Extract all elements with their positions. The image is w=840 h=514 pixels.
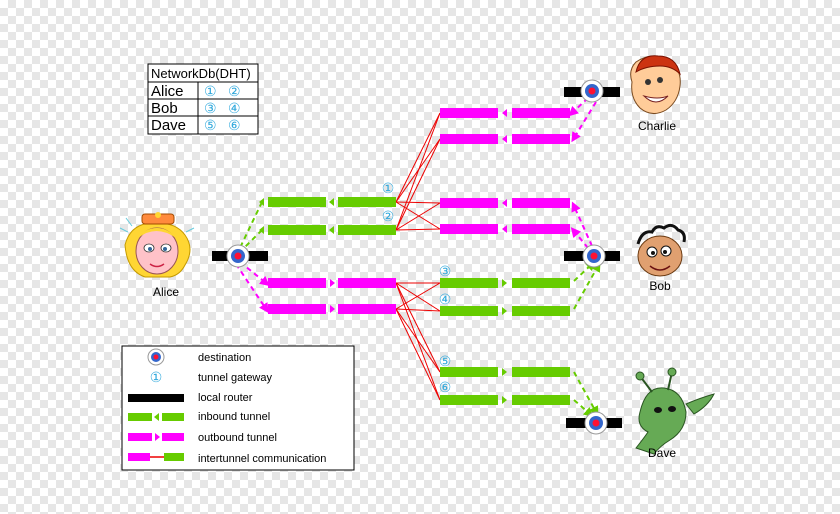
- intertunnel-lines: [395, 112, 441, 401]
- bob-outbound-tunnel-2: [440, 224, 570, 234]
- legend-inbound-label: inbound tunnel: [198, 411, 270, 423]
- bob-hop-arrows: [570, 201, 601, 310]
- dave-inbound-tunnel-5: [440, 367, 570, 377]
- tunnel-gateway-label: ③: [439, 263, 452, 279]
- legend-gateway-symbol: ①: [150, 369, 163, 385]
- alice-avatar: [119, 212, 195, 278]
- netdb-row-name: Alice: [151, 83, 184, 100]
- dave-label: Dave: [648, 446, 676, 460]
- legend-intertunnel-label: intertunnel communication: [198, 453, 326, 465]
- netdb-row-name: Bob: [151, 100, 178, 117]
- charlie-inbound-tunnel-1: [440, 108, 570, 118]
- netdb-row-id: ⑥: [228, 117, 241, 133]
- tunnel-gateway-label: ④: [439, 291, 452, 307]
- legend-destination-label: destination: [198, 352, 251, 364]
- charlie-label: Charlie: [638, 119, 676, 133]
- bob-inbound-tunnel-4: [440, 306, 570, 316]
- legend-outbound-swatch: [128, 433, 152, 441]
- netdb-row-id: ①: [204, 83, 217, 99]
- netdb-row-id: ②: [228, 83, 241, 99]
- legend-router-label: local router: [198, 392, 253, 404]
- legend-gateway-label: tunnel gateway: [198, 372, 272, 384]
- legend-intertunnel-swatch: [128, 453, 150, 461]
- legend-router-swatch: [128, 394, 184, 402]
- charlie-hop-arrows: [568, 97, 597, 143]
- bob-router: [564, 244, 620, 268]
- alice-hop-arrows: [235, 201, 270, 314]
- charlie-avatar: [630, 55, 681, 114]
- alice-outbound-tunnel-1: [268, 278, 396, 288]
- alice-router: [212, 244, 268, 268]
- bob-outbound-tunnel-1: [440, 198, 570, 208]
- legend: destination ① tunnel gateway local route…: [121, 345, 355, 471]
- bob-label: Bob: [649, 279, 671, 293]
- netdb-table: NetworkDb(DHT) Alice Bob Dave ① ② ③ ④ ⑤ …: [147, 63, 259, 135]
- charlie-inbound-tunnel-2: [440, 134, 570, 144]
- bob-inbound-tunnel-3: [440, 278, 570, 288]
- alice-inbound-tunnel-2: [259, 225, 396, 235]
- netdb-title: NetworkDb(DHT): [151, 66, 251, 81]
- netdb-row-id: ④: [228, 100, 241, 116]
- dave-avatar: [635, 367, 715, 455]
- dave-router: [566, 411, 622, 435]
- charlie-router: [564, 79, 620, 103]
- alice-label: Alice: [153, 285, 179, 299]
- netdb-row-id: ⑤: [204, 117, 217, 133]
- bob-avatar: [636, 223, 686, 277]
- gateway-labels: ① ② ③ ④ ⑤ ⑥: [382, 180, 452, 395]
- tunnel-gateway-label: ①: [382, 180, 395, 196]
- tunnel-gateway-label: ②: [382, 208, 395, 224]
- dave-inbound-tunnel-6: [440, 395, 570, 405]
- alice-inbound-tunnel-1: [259, 197, 396, 207]
- dave-hop-arrows: [573, 371, 599, 418]
- legend-inbound-swatch: [128, 413, 152, 421]
- legend-outbound-label: outbound tunnel: [198, 432, 277, 444]
- alice-outbound-tunnel-2: [268, 304, 396, 314]
- netdb-row-id: ③: [204, 100, 217, 116]
- tunnel-gateway-label: ⑥: [439, 379, 452, 395]
- netdb-row-name: Dave: [151, 117, 186, 134]
- tunnel-gateway-label: ⑤: [439, 353, 452, 369]
